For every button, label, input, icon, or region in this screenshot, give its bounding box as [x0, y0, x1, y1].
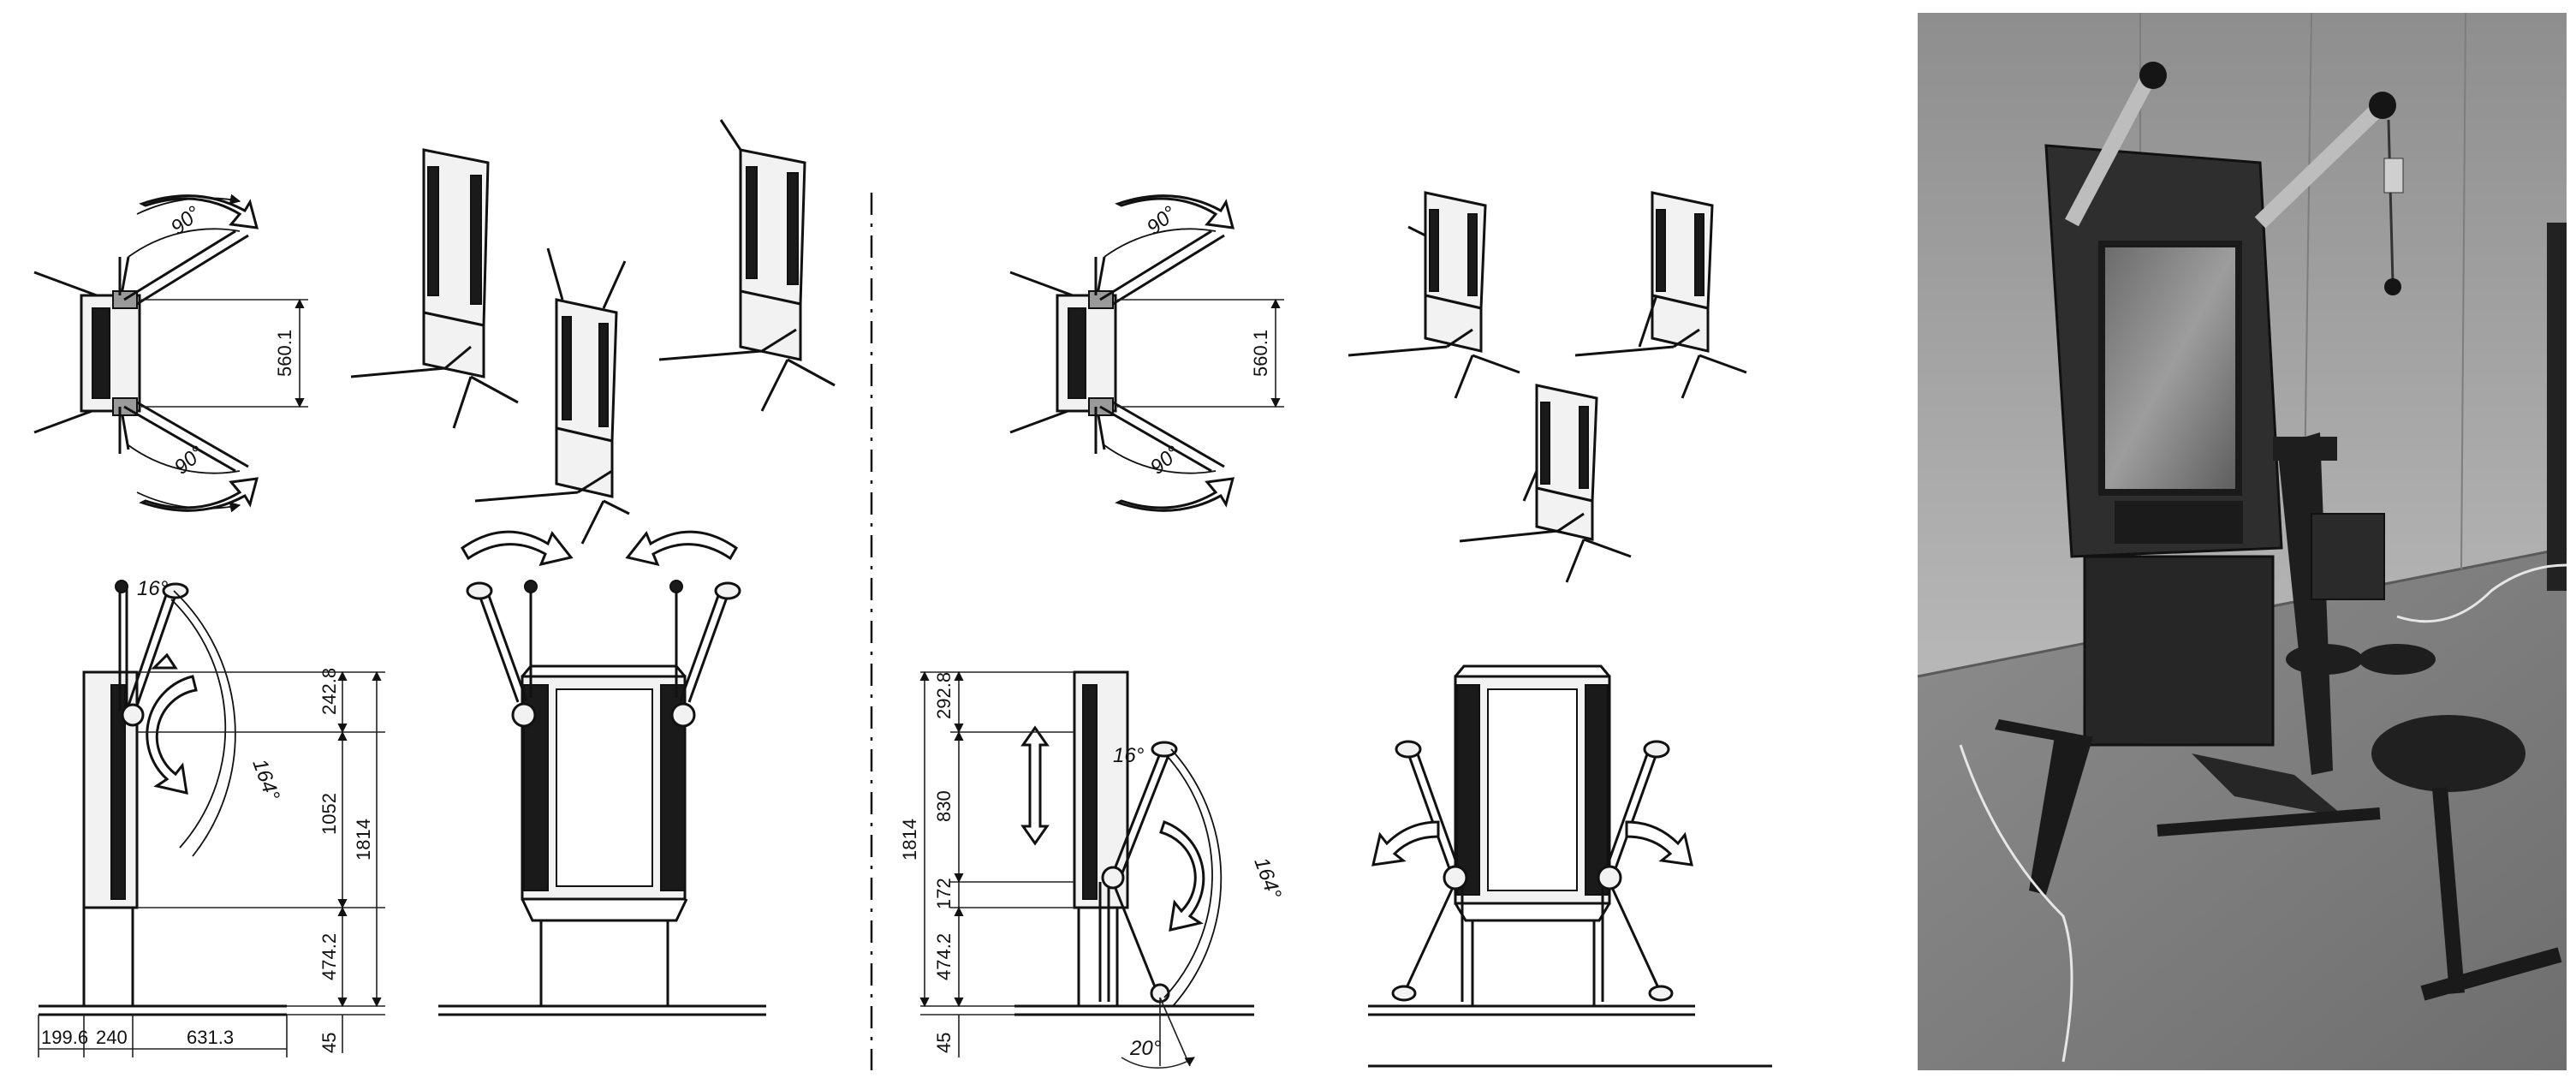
dimension-label: 474.2 [933, 933, 955, 980]
angle-label: 16° [137, 577, 169, 600]
dimension-label: 560.1 [274, 330, 295, 377]
dimension-label: 242.8 [318, 668, 340, 715]
angle-label: 164° [247, 756, 283, 804]
angle-label: 90° [1143, 201, 1181, 239]
dimension-label: 1814 [353, 819, 374, 861]
drawing-a-top-view: 90° 90° 560.1 [33, 194, 308, 513]
dimension-label: 199.6 [41, 1027, 88, 1048]
drawing-b-side-view: 16° 164° 292.8 830 172 1814 474.2 45 20° [899, 670, 1286, 1069]
drawing-a-side-view: 16° 164° 242.8 1052 1814 474.2 45 199.6 … [38, 577, 385, 1057]
drawing-b-top-view: 90° 90° 560.1 [1009, 194, 1284, 512]
dimension-label: 1814 [899, 819, 920, 861]
angle-label: 164° [1249, 855, 1285, 902]
dimension-label: 631.3 [187, 1027, 234, 1048]
dimension-label: 560.1 [1250, 330, 1271, 377]
dimension-label: 45 [933, 1033, 955, 1053]
dimension-label: 474.2 [318, 933, 340, 980]
angle-label: 16° [1113, 744, 1145, 767]
drawing-b-isometric-views [1347, 191, 1747, 583]
dimension-label: 172 [933, 878, 955, 909]
angle-label: 90° [167, 201, 205, 239]
cable-machine-photo [1917, 12, 2567, 1070]
dimension-label: 45 [318, 1033, 340, 1053]
angle-label: 20° [1129, 1037, 1162, 1060]
dimension-label: 830 [933, 790, 955, 822]
dimension-label: 1052 [318, 793, 340, 835]
dimension-label: 240 [96, 1027, 128, 1048]
drawing-a-front-view [438, 530, 766, 1016]
dimension-label: 292.8 [933, 672, 955, 719]
drawing-b-front-view [1368, 664, 1772, 1068]
drawing-a-isometric-views [350, 119, 836, 545]
